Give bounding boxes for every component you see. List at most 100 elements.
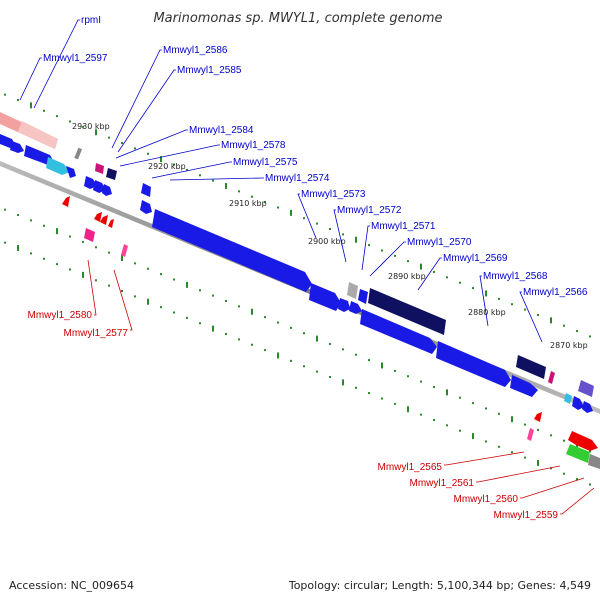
reverse-feature[interactable]: [108, 219, 114, 228]
gene-label[interactable]: Mmwyl1_2573: [301, 189, 366, 200]
gc-mark: [82, 240, 84, 243]
gc-mark: [30, 219, 32, 222]
forward-leader-lines: [19, 19, 543, 343]
gc-mark: [420, 413, 422, 416]
gene-label[interactable]: Mmwyl1_2570: [407, 237, 472, 248]
gc-mark: [186, 168, 188, 171]
rrna-feature[interactable]: [18, 121, 58, 149]
gc-mark: [17, 214, 19, 217]
gc-mark: [303, 217, 305, 220]
reverse-feature[interactable]: [84, 228, 95, 242]
gc-mark: [381, 249, 383, 252]
gene-label[interactable]: Mmwyl1_2585: [177, 65, 242, 76]
gc-mark: [4, 241, 6, 244]
reverse-feature[interactable]: [568, 431, 598, 451]
cds-feature[interactable]: [309, 283, 341, 311]
gene-label[interactable]: Mmwyl1_2569: [443, 253, 508, 264]
gc-mark: [251, 343, 253, 346]
gene-label[interactable]: Mmwyl1_2565: [378, 462, 443, 473]
gc-mark: [459, 429, 461, 432]
cds-feature[interactable]: [572, 396, 584, 410]
cds-feature[interactable]: [102, 184, 112, 196]
pseudo-feature[interactable]: [347, 282, 358, 299]
gene-label[interactable]: Mmwyl1_2586: [163, 45, 228, 56]
tick-label: 2890 kbp: [388, 272, 426, 281]
cds-feature[interactable]: [46, 157, 70, 175]
reverse-feature[interactable]: [121, 244, 128, 257]
cds-feature[interactable]: [66, 166, 76, 178]
gene-label[interactable]: Mmwyl1_2577: [64, 328, 129, 339]
gc-mark: [17, 99, 19, 102]
gene-label[interactable]: Mmwyl1_2571: [371, 221, 436, 232]
gc-mark: [368, 244, 370, 247]
gene-label[interactable]: Mmwyl1_2559: [494, 510, 559, 521]
gc-mark: [485, 440, 487, 443]
gene-label[interactable]: Mmwyl1_2597: [43, 53, 108, 64]
gc-mark: [134, 262, 136, 265]
cds-feature[interactable]: [510, 375, 538, 397]
gc-mark: [199, 289, 201, 292]
gc-mark: [160, 306, 162, 309]
gc-mark: [446, 276, 448, 279]
cds-feature[interactable]: [582, 401, 593, 413]
reverse-feature[interactable]: [534, 412, 542, 422]
gc-mark: [563, 472, 565, 475]
reverse-feature[interactable]: [566, 444, 590, 463]
cds-feature-long[interactable]: [152, 209, 312, 292]
cds-feature[interactable]: [358, 289, 368, 304]
cds-feature[interactable]: [106, 168, 117, 180]
cds-feature-long[interactable]: [360, 309, 437, 354]
cds-feature[interactable]: [140, 200, 152, 214]
gc-mark: [433, 418, 435, 421]
gene-label[interactable]: Mmwyl1_2572: [337, 205, 402, 216]
gene-label[interactable]: Mmwyl1_2560: [454, 494, 519, 505]
reverse-feature[interactable]: [588, 454, 600, 469]
pseudo-feature[interactable]: [74, 147, 83, 160]
gc-mark: [342, 379, 344, 386]
gc-mark: [446, 424, 448, 427]
gene-label[interactable]: Mmwyl1_2574: [265, 173, 330, 184]
tick-label: 2920 kbp: [148, 162, 186, 171]
gene-label[interactable]: Mmwyl1_2568: [483, 271, 548, 282]
cds-feature[interactable]: [349, 301, 362, 314]
gc-mark: [459, 396, 461, 399]
reverse-feature[interactable]: [100, 215, 108, 225]
cds-feature[interactable]: [338, 298, 350, 312]
gene-label[interactable]: Mmwyl1_2578: [221, 140, 286, 151]
gc-mark: [121, 255, 123, 262]
cds-feature[interactable]: [95, 163, 104, 174]
cds-feature[interactable]: [10, 141, 24, 153]
gene-label[interactable]: Mmwyl1_2566: [523, 287, 588, 298]
gc-mark: [238, 338, 240, 341]
reverse-feature[interactable]: [94, 212, 102, 222]
gc-mark: [524, 423, 526, 426]
gc-mark: [212, 179, 214, 182]
gene-label[interactable]: Mmwyl1_2575: [233, 157, 298, 168]
cds-feature[interactable]: [24, 145, 54, 165]
cds-feature-long[interactable]: [436, 341, 511, 387]
gc-mark: [186, 316, 188, 319]
gc-mark: [485, 407, 487, 410]
gc-mark: [407, 375, 409, 378]
gene-label[interactable]: Mmwyl1_2561: [410, 478, 475, 489]
gc-mark: [303, 332, 305, 335]
reverse-feature[interactable]: [62, 196, 70, 207]
cds-feature[interactable]: [548, 371, 555, 384]
gc-mark: [342, 348, 344, 351]
cds-feature[interactable]: [578, 380, 594, 397]
gene-label[interactable]: rpmI: [81, 15, 101, 26]
cds-feature[interactable]: [564, 393, 572, 404]
cds-feature[interactable]: [368, 288, 446, 335]
gene-label[interactable]: Mmwyl1_2580: [28, 310, 93, 321]
gc-mark: [498, 412, 500, 415]
forward-labels: rpmI Mmwyl1_2597 Mmwyl1_2586 Mmwyl1_2585…: [43, 15, 588, 298]
cds-feature[interactable]: [141, 183, 151, 197]
gc-mark: [173, 163, 175, 166]
cds-feature[interactable]: [84, 176, 97, 189]
reverse-feature[interactable]: [527, 428, 534, 441]
gc-mark: [550, 317, 552, 324]
gene-label[interactable]: Mmwyl1_2584: [189, 125, 254, 136]
gc-mark: [225, 333, 227, 335]
cds-feature[interactable]: [516, 355, 546, 379]
